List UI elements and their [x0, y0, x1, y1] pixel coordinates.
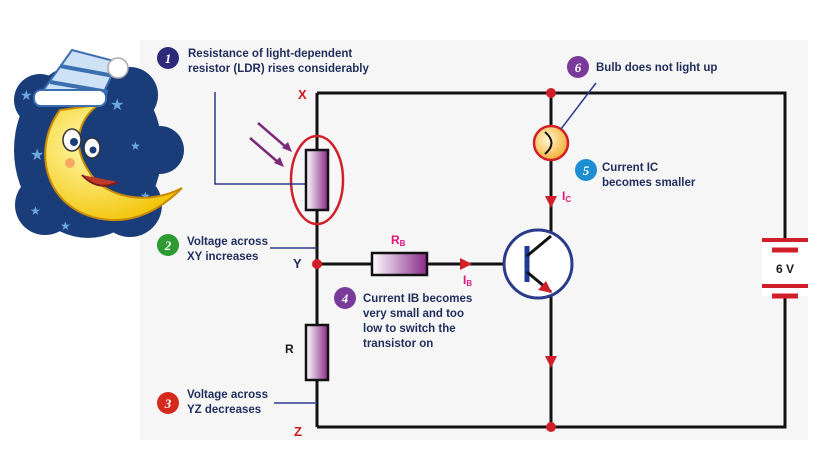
annotation-5-line-1: Current IC — [602, 162, 658, 174]
npn-transistor — [502, 228, 574, 300]
annotation-4-line-4: transistor on — [363, 338, 433, 350]
circuit-wires — [315, 91, 787, 429]
node-z-label: Z — [294, 424, 302, 439]
transistor-casing — [502, 228, 574, 300]
ib-label: IB — [463, 273, 472, 288]
ldr-resistor — [304, 148, 330, 212]
svg-text:★: ★ — [30, 147, 44, 164]
moon-smile — [81, 174, 119, 187]
junction-dots — [312, 88, 556, 432]
resistor-r — [304, 323, 330, 382]
annotation-4-line-3: low to switch the — [363, 323, 456, 335]
annotation-4-badge — [334, 287, 356, 309]
svg-text:★: ★ — [30, 204, 41, 218]
annotation-3-badge — [157, 392, 179, 414]
annotation-5-line-2: becomes smaller — [602, 177, 696, 189]
annotation-5: 5 Current IC becomes smaller — [575, 159, 696, 189]
light-arrow-head-1 — [282, 142, 292, 152]
annotation-4: 4 Current IB becomes very small and too … — [334, 287, 472, 350]
svg-text:4: 4 — [341, 291, 349, 306]
svg-text:1: 1 — [165, 51, 172, 66]
annotation-1-line-2: resistor (LDR) rises considerably — [188, 63, 369, 75]
annotation-3-line-1: Voltage across — [187, 389, 268, 401]
annotation-1: 1 Resistance of light-dependent resistor… — [157, 47, 369, 75]
battery-label: 6 V — [776, 262, 794, 276]
ldr-component — [249, 122, 345, 226]
node-y-label: Y — [293, 256, 302, 271]
annotation-1-badge — [157, 47, 179, 69]
ldr-highlight-ellipse — [289, 134, 345, 226]
svg-text:2: 2 — [164, 238, 172, 253]
svg-text:★: ★ — [20, 87, 33, 103]
svg-text:★: ★ — [60, 219, 71, 233]
annotation-1-line-1: Resistance of light-dependent — [188, 48, 352, 60]
rb-label: RB — [391, 233, 406, 248]
annotation-2-line-1: Voltage across — [187, 236, 268, 248]
annotation-4-line-2: very small and too — [363, 308, 464, 320]
node-x-label: X — [298, 87, 307, 102]
battery-component: 6 V — [762, 238, 808, 299]
resistor-rb — [370, 251, 429, 277]
ic-label: IC — [562, 189, 571, 204]
svg-text:5: 5 — [583, 163, 590, 178]
r-label: R — [285, 342, 294, 356]
annotation-3-line-2: YZ decreases — [187, 404, 261, 416]
annotation-6-line-1: Bulb does not light up — [596, 62, 717, 74]
annotation-3: 3 Voltage across YZ decreases — [157, 389, 268, 416]
svg-text:3: 3 — [164, 396, 172, 411]
annotation-leader-lines — [214, 82, 597, 404]
sleepy-moon-illustration: ★ ★ ★ ★ ★ ★ ★ ★ — [14, 48, 184, 238]
bulb-component — [532, 124, 570, 162]
svg-text:★: ★ — [110, 97, 124, 114]
annotation-5-badge — [575, 159, 597, 181]
svg-text:★: ★ — [140, 189, 151, 203]
annotation-2: 2 Voltage across XY increases — [157, 234, 268, 263]
current-arrow-lower — [545, 356, 557, 368]
annotation-6-badge — [567, 56, 589, 78]
annotation-2-badge — [157, 234, 179, 256]
svg-text:★: ★ — [130, 139, 141, 153]
light-rays — [249, 122, 288, 164]
annotation-2-line-2: XY increases — [187, 251, 258, 263]
circuit-panel — [140, 40, 808, 440]
annotation-6: 6 Bulb does not light up — [567, 56, 717, 78]
light-arrow-head-2 — [274, 157, 284, 167]
emitter-arrow — [538, 281, 552, 293]
annotation-4-line-1: Current IB becomes — [363, 293, 472, 305]
ib-arrow — [460, 258, 472, 270]
ic-arrow — [545, 196, 557, 208]
svg-text:6: 6 — [575, 60, 582, 75]
